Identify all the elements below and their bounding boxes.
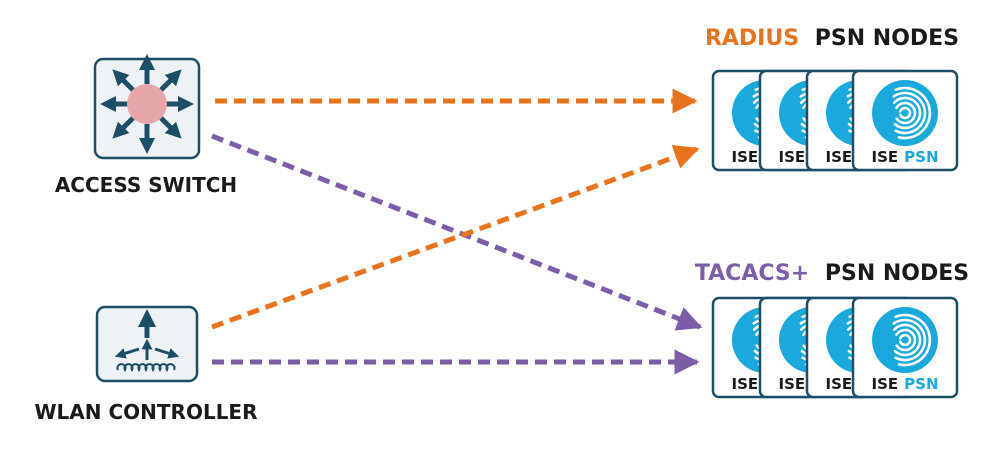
tacacs-node-stack: ISEPSNISEPSNISEPSNISEPSN bbox=[711, 296, 959, 399]
node-label: ISE PSN bbox=[872, 148, 939, 166]
connector-wlan-to-radius bbox=[211, 145, 700, 330]
node-label-prefix: ISE bbox=[872, 375, 899, 393]
node-label-prefix: ISE bbox=[826, 375, 853, 393]
ise-psn-node[interactable]: ISE PSN bbox=[851, 69, 959, 172]
tacacs-group: TACACS+ PSN NODES ISEPSNISEPSNISEPSNISEP… bbox=[695, 261, 969, 399]
connector-switch-to-tacacs bbox=[211, 133, 703, 331]
fingerprint-icon bbox=[872, 307, 938, 373]
node-label-prefix: ISE bbox=[779, 375, 806, 393]
switch-center-dot bbox=[127, 84, 167, 124]
wlan-controller-icon bbox=[114, 309, 180, 373]
access-switch[interactable]: ACCESS SWITCH bbox=[55, 53, 237, 197]
radius-node-stack: ISEPSNISEPSNISEPSNISEPSN bbox=[711, 69, 959, 172]
wlan-controller-label: WLAN CONTROLLER bbox=[35, 400, 258, 424]
node-label-prefix: ISE bbox=[826, 148, 853, 166]
node-label-suffix: PSN bbox=[904, 148, 938, 166]
connectors bbox=[211, 88, 703, 375]
tacacs-title-accent: TACACS+ bbox=[695, 261, 809, 286]
tacacs-title-rest: PSN NODES bbox=[825, 261, 969, 286]
tacacs-group-title: TACACS+ PSN NODES bbox=[695, 261, 969, 286]
fingerprint-icon bbox=[872, 80, 938, 146]
access-switch-label: ACCESS SWITCH bbox=[55, 173, 237, 197]
radius-group-title: RADIUS PSN NODES bbox=[705, 26, 959, 51]
node-label-prefix: ISE bbox=[732, 148, 759, 166]
wlan-controller[interactable]: WLAN CONTROLLER bbox=[35, 305, 258, 424]
radius-title-accent: RADIUS bbox=[705, 26, 799, 51]
wlan-wave-loops bbox=[116, 363, 176, 373]
ise-psn-node[interactable]: ISE PSN bbox=[851, 296, 959, 399]
node-label-prefix: ISE bbox=[732, 375, 759, 393]
node-label: ISE PSN bbox=[872, 375, 939, 393]
node-label-prefix: ISE bbox=[872, 148, 899, 166]
layer3-switch-icon bbox=[99, 53, 195, 155]
radius-title-rest: PSN NODES bbox=[815, 26, 959, 51]
node-label-suffix: PSN bbox=[904, 375, 938, 393]
radius-group: RADIUS PSN NODES ISEPSNISEPSNISEPSNISEPS… bbox=[705, 26, 959, 172]
node-label-prefix: ISE bbox=[779, 148, 806, 166]
